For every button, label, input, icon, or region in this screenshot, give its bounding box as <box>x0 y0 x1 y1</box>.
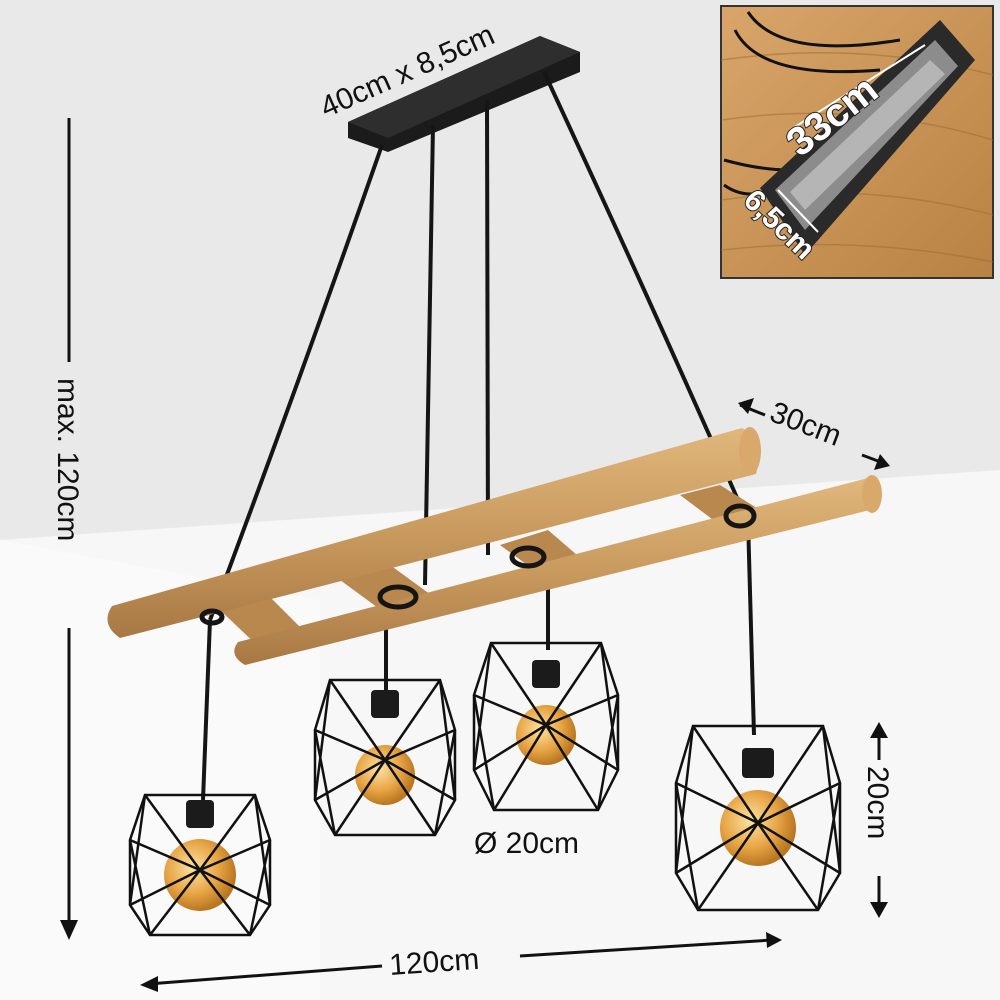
ceiling-canopy <box>348 36 580 152</box>
shade-diameter-label: Ø 20cm <box>474 827 579 860</box>
shade-height-dimension: 20cm <box>861 722 894 918</box>
inset-photo: 33cm 6,5cm <box>720 5 994 279</box>
total-width-label: 120cm <box>388 943 480 982</box>
cable-coils <box>199 503 757 626</box>
shade-height-label: 20cm <box>861 766 894 839</box>
total-width-dimension: 120cm <box>140 932 782 992</box>
inset-mounting-plate <box>760 20 975 255</box>
pendant-shade-3 <box>472 641 620 812</box>
pendant-shade-4 <box>674 724 842 912</box>
max-height-dimension: max. 120cm <box>51 118 84 940</box>
wooden-ladder <box>107 427 882 665</box>
pendant-shade-1 <box>128 793 272 937</box>
max-height-label: max. 120cm <box>51 378 84 541</box>
pendant-shade-2 <box>313 678 457 837</box>
